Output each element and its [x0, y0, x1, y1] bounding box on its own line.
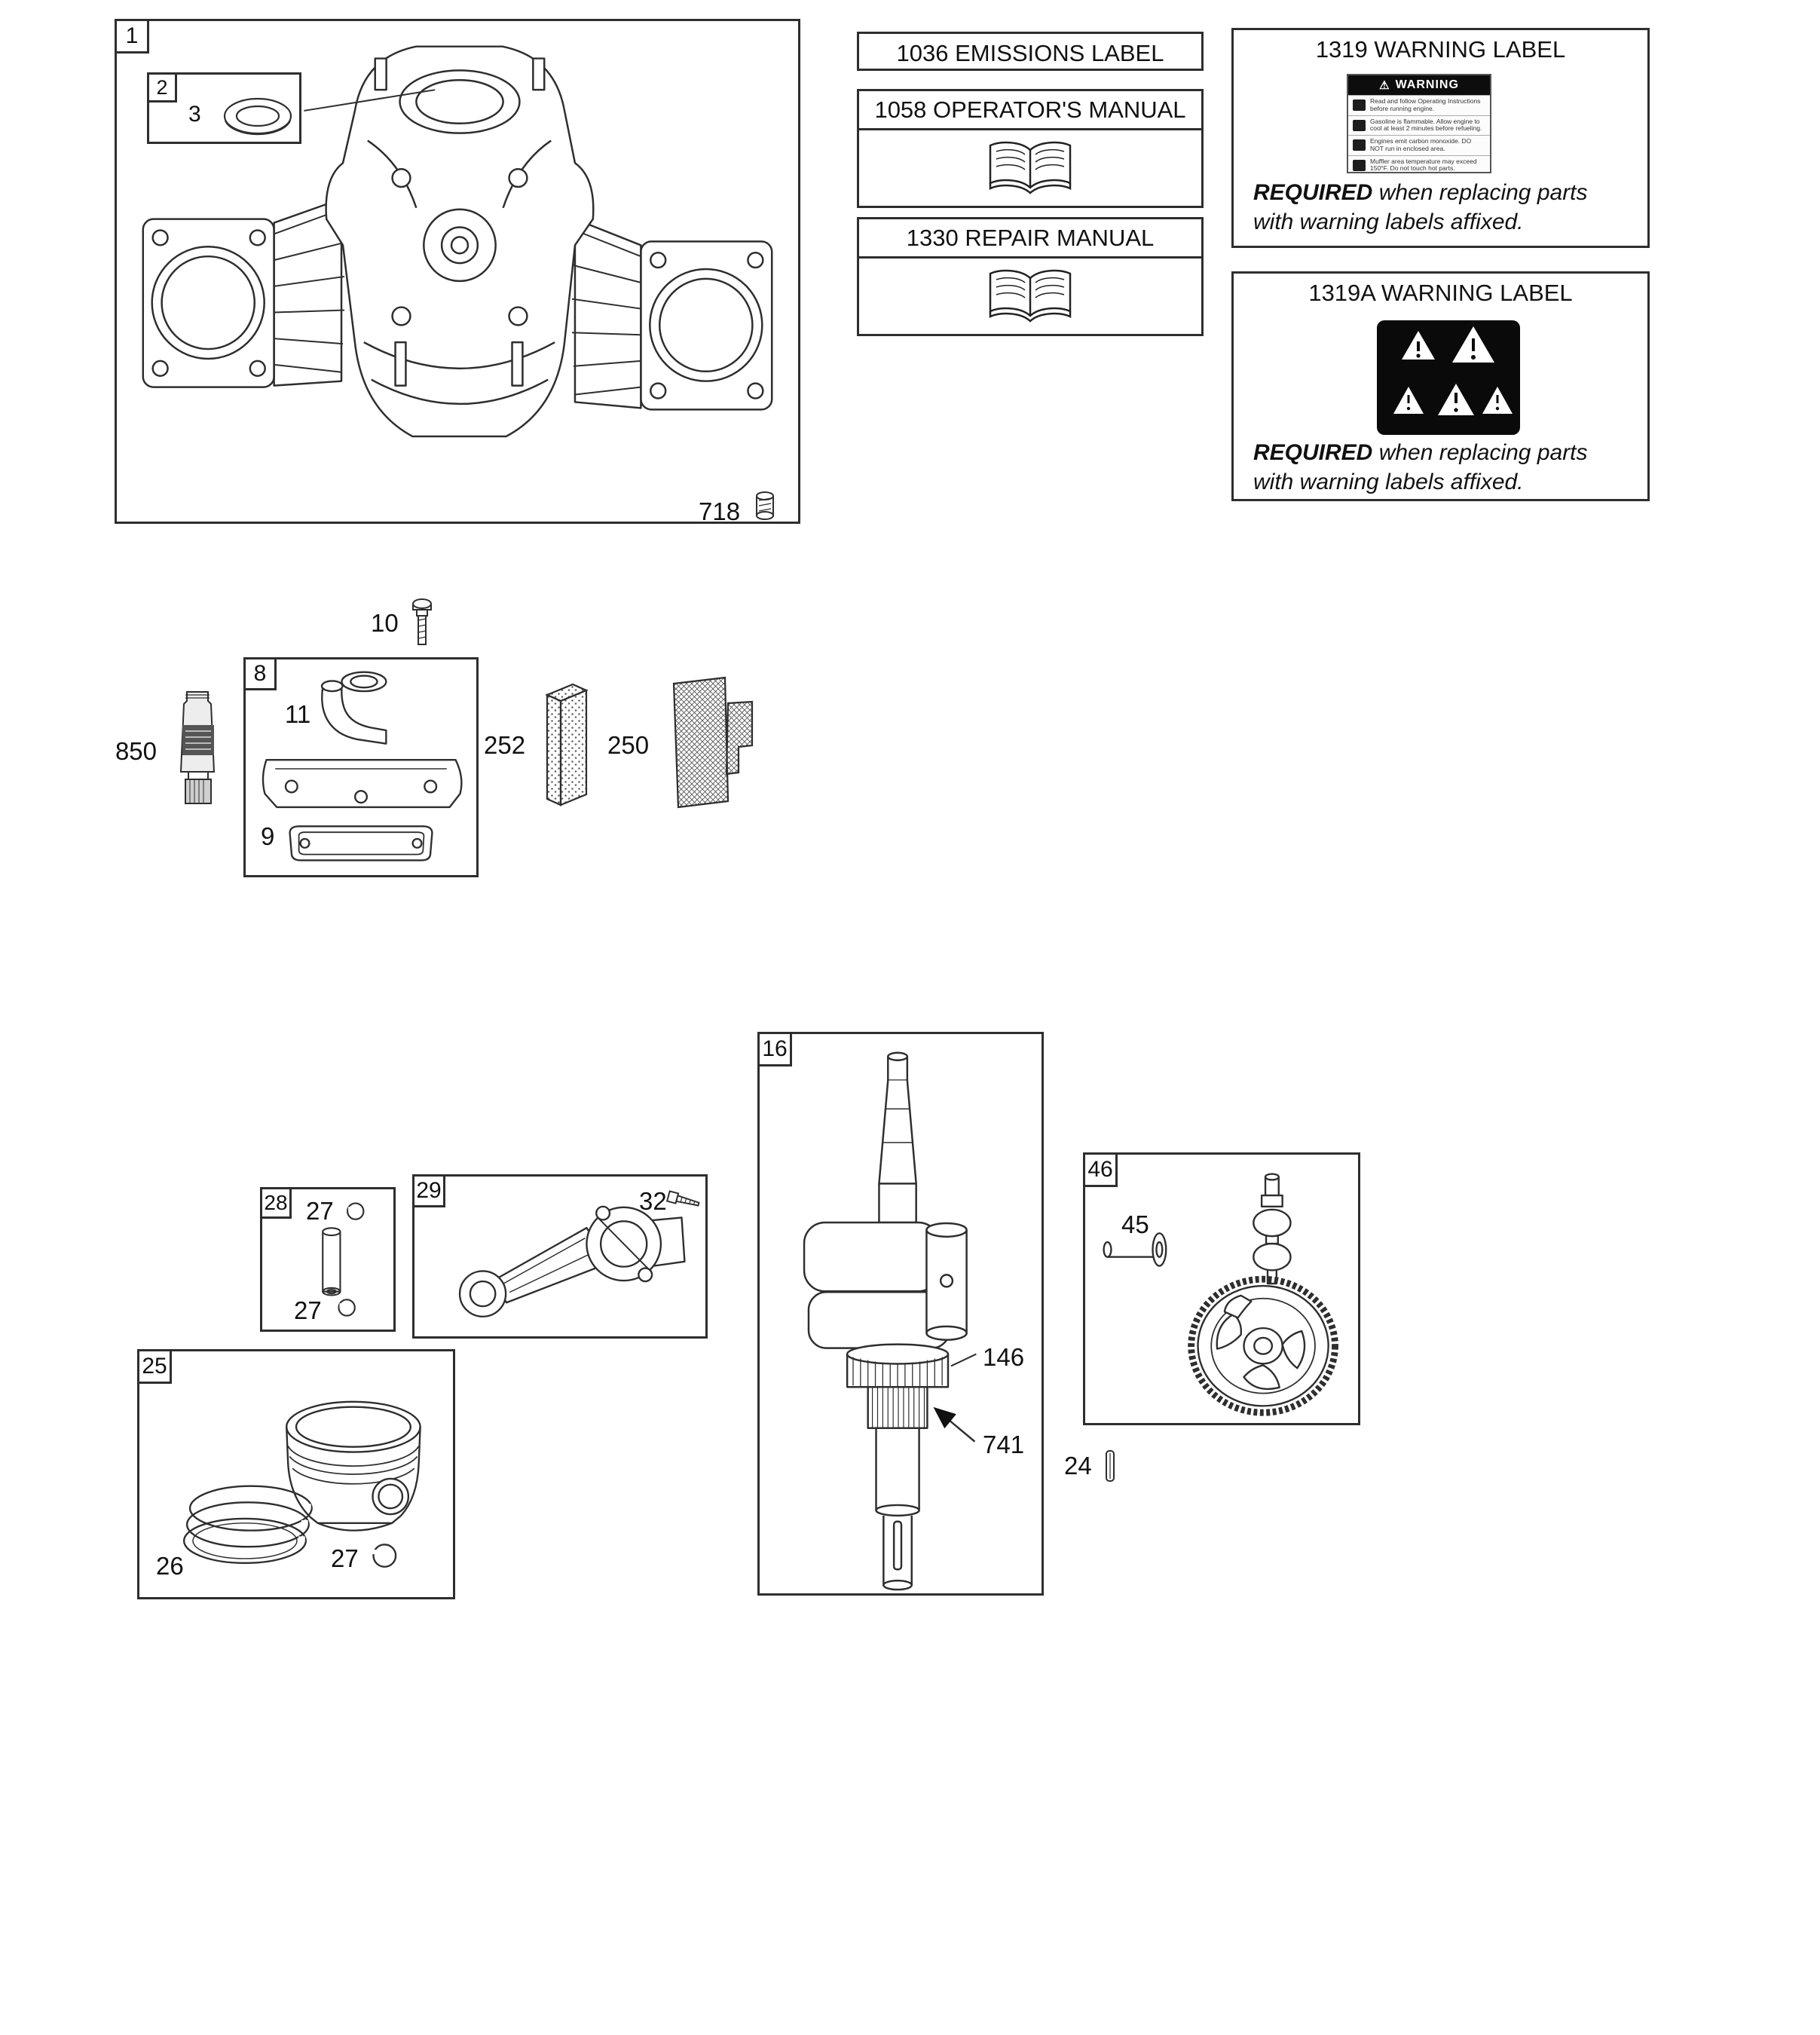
- warning-label-1319a-box: 1319A WARNING LABEL REQUIRED when replac…: [1231, 271, 1650, 501]
- callout-27-bottom: 27: [294, 1296, 322, 1324]
- part-box-connecting-rod: 29 32: [412, 1174, 708, 1339]
- part-box-crankshaft: 16 146 741: [757, 1032, 1044, 1596]
- callout-250: 250: [607, 731, 650, 759]
- oil-plug-illustration: [756, 491, 774, 520]
- callout-25: 25: [142, 1354, 167, 1379]
- emissions-label-box: 1036 EMISSIONS LABEL: [857, 32, 1204, 71]
- breather-screen-illustration: [672, 676, 754, 809]
- connecting-rod-illustration: [458, 1190, 700, 1317]
- seal-ring-illustration: [223, 97, 292, 136]
- warning-label-1319a-image: [1377, 320, 1520, 435]
- sealant-tube-illustration: [179, 691, 216, 804]
- warning-fine-print-row: Engines emit carbon monoxide. DO NOT run…: [1348, 135, 1490, 155]
- leader-arrow: [933, 1406, 976, 1443]
- callout-146: 146: [983, 1343, 1025, 1371]
- hazard-pictogram-icon: [1353, 99, 1366, 112]
- warning-label-1319-title: 1319 WARNING LABEL: [1315, 36, 1566, 63]
- crankshaft-illustration: [803, 1051, 977, 1591]
- operators-manual-title: 1058 OPERATOR'S MANUAL: [859, 91, 1201, 130]
- warning-fine-print-row: Read and follow Operating Instructions b…: [1348, 95, 1490, 115]
- camshaft-illustration: [1103, 1173, 1338, 1416]
- callout-26: 26: [156, 1552, 184, 1580]
- warning-fine-print-row: Muffler area temperature may exceed 150°…: [1348, 155, 1490, 172]
- callout-11: 11: [285, 700, 311, 728]
- callout-32: 32: [639, 1187, 667, 1215]
- emissions-label-title: 1036 EMISSIONS LABEL: [896, 40, 1164, 66]
- callout-24: 24: [1064, 1452, 1092, 1480]
- warning-label-1319a-title: 1319A WARNING LABEL: [1308, 280, 1573, 306]
- part-number-box: 2: [147, 72, 177, 103]
- part-box-breather: 8 11 9: [243, 657, 479, 877]
- callout-28: 28: [264, 1191, 288, 1214]
- required-note: REQUIRED when replacing parts with warni…: [1253, 180, 1588, 234]
- callout-741: 741: [983, 1431, 1025, 1458]
- part-number-box: 8: [243, 657, 277, 690]
- part-box-seal: 2 3: [147, 72, 301, 144]
- breather-assembly-illustration: [262, 671, 463, 861]
- callout-718: 718: [699, 497, 741, 525]
- callout-1: 1: [125, 23, 139, 48]
- open-book-icon: [989, 141, 1072, 194]
- callout-850: 850: [115, 737, 157, 765]
- piston-and-rings-illustration: [182, 1400, 421, 1568]
- callout-27-top: 27: [306, 1197, 334, 1225]
- leader-line: [304, 89, 436, 112]
- warning-triangle-icon: ⚠: [1379, 78, 1390, 92]
- hazard-pictogram-icon: [1353, 139, 1366, 151]
- open-book-icon: [989, 269, 1072, 323]
- filter-element-illustration: [545, 683, 589, 806]
- part-box-piston-pin: 28 27 27: [260, 1187, 396, 1332]
- callout-9: 9: [261, 822, 275, 850]
- part-number-box: 16: [757, 1032, 792, 1066]
- hazard-pictogram-icon: [1353, 159, 1366, 171]
- callout-46: 46: [1087, 1157, 1113, 1182]
- warning-label-1319-image: ⚠ WARNING Read and follow Operating Inst…: [1347, 74, 1491, 173]
- repair-manual-box: 1330 REPAIR MANUAL: [857, 217, 1204, 336]
- part-box-cylinder-assembly: 1: [115, 19, 800, 524]
- callout-8: 8: [253, 661, 267, 686]
- hazard-triangles-icon: [1393, 326, 1513, 415]
- crankshaft-key-illustration: [1106, 1450, 1115, 1482]
- callout-27-piston: 27: [331, 1544, 359, 1572]
- warning-fine-print-row: Gasoline is flammable. Allow engine to c…: [1348, 115, 1490, 136]
- callout-252: 252: [484, 731, 526, 759]
- required-note: REQUIRED when replacing parts with warni…: [1253, 440, 1588, 494]
- callout-10: 10: [371, 609, 399, 637]
- hazard-pictogram-icon: [1353, 119, 1366, 131]
- part-number-box: 46: [1083, 1152, 1118, 1187]
- cylinder-assembly-illustration: [142, 45, 773, 438]
- callout-16: 16: [762, 1036, 788, 1061]
- part-number-box: 25: [137, 1349, 172, 1384]
- callout-29: 29: [416, 1178, 442, 1203]
- part-box-camshaft: 46 45: [1083, 1152, 1360, 1425]
- part-number-box: 1: [115, 19, 149, 54]
- part-number-box: 28: [260, 1187, 292, 1219]
- breather-screw-illustration: [412, 598, 432, 645]
- callout-3: 3: [188, 102, 201, 127]
- callout-45: 45: [1121, 1210, 1149, 1238]
- leader-line: [950, 1353, 977, 1367]
- repair-manual-title: 1330 REPAIR MANUAL: [859, 219, 1201, 259]
- piston-pin-illustration: [322, 1202, 365, 1317]
- part-number-box: 29: [412, 1174, 445, 1207]
- warning-label-1319-box: 1319 WARNING LABEL ⚠ WARNING Read and fo…: [1231, 28, 1650, 248]
- callout-2: 2: [156, 75, 168, 99]
- part-box-piston: 25 26 27: [137, 1349, 455, 1599]
- operators-manual-box: 1058 OPERATOR'S MANUAL: [857, 89, 1204, 208]
- warning-label-heading: WARNING: [1395, 78, 1459, 91]
